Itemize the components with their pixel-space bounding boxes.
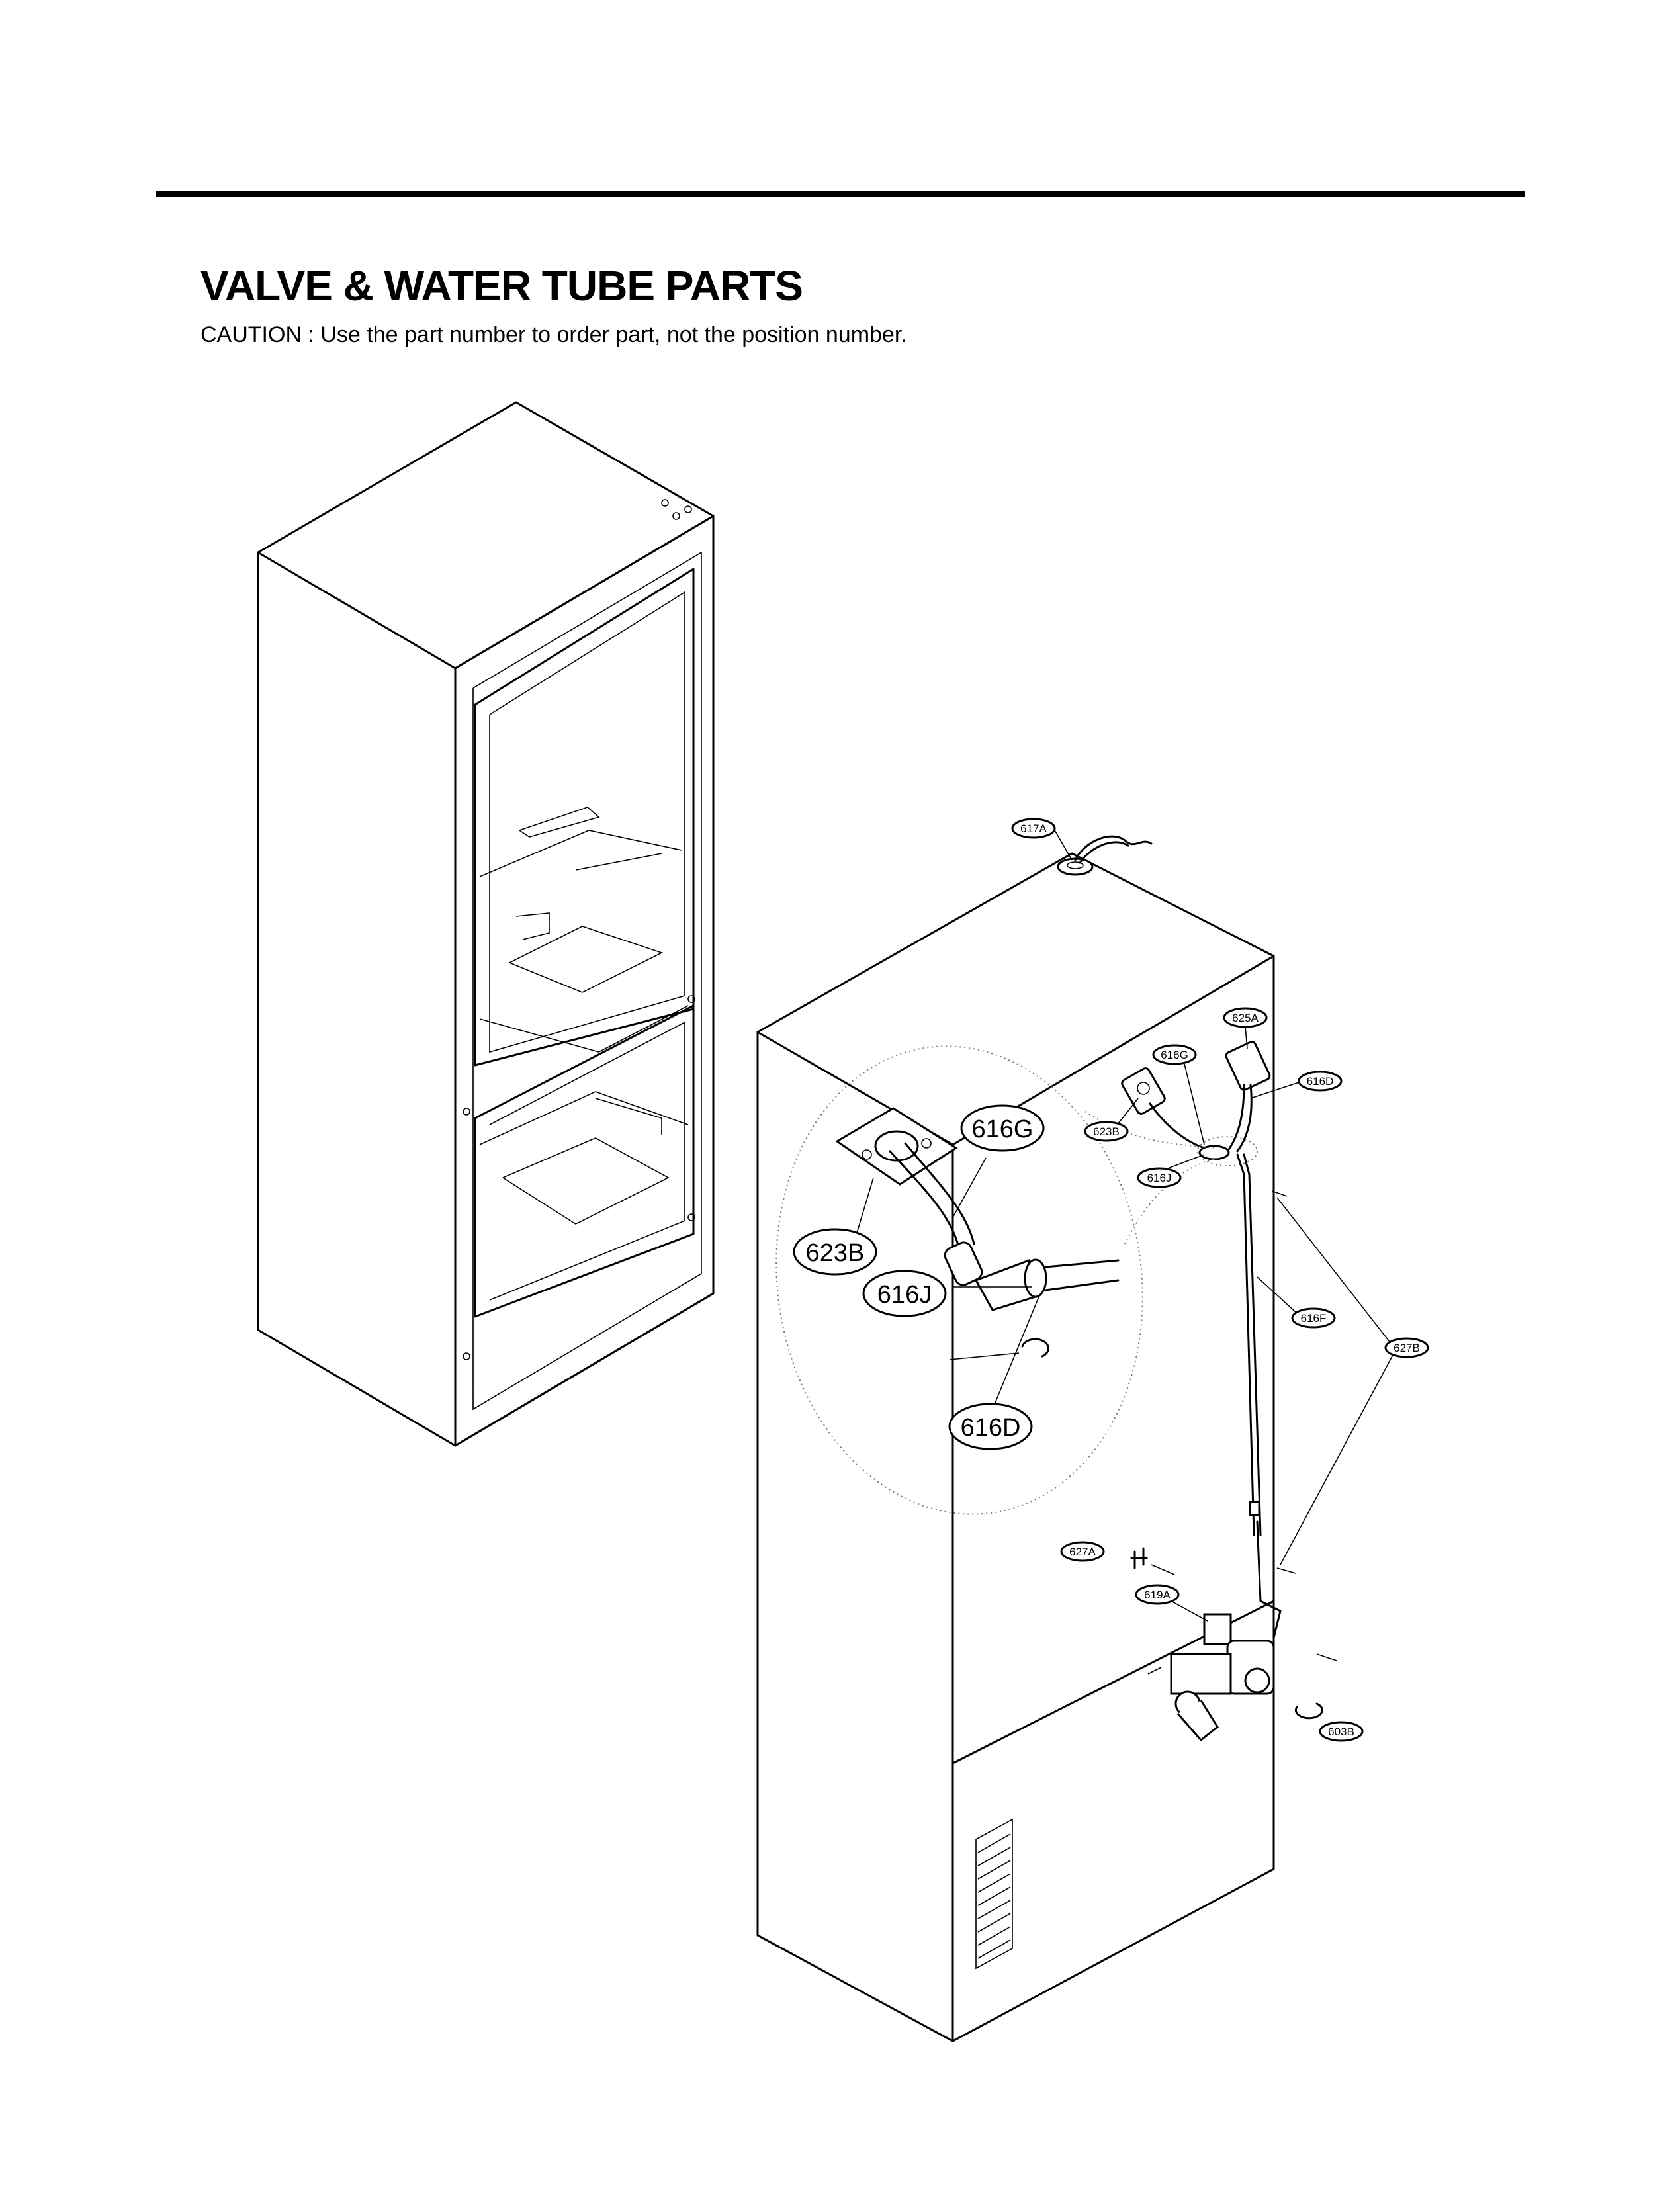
callout-616D: 616D xyxy=(1250,1071,1343,1099)
svg-text:625A: 625A xyxy=(1232,1012,1259,1024)
callout-detail-616D: 616D xyxy=(948,1403,1033,1450)
callout-617A: 617A xyxy=(1011,818,1073,861)
svg-text:623B: 623B xyxy=(1093,1125,1120,1138)
svg-text:616F: 616F xyxy=(1301,1312,1327,1325)
svg-text:616G: 616G xyxy=(972,1116,1034,1143)
svg-text:617A: 617A xyxy=(1020,822,1047,835)
callout-616G: 616G xyxy=(1152,1044,1205,1145)
callout-619A: 619A xyxy=(1135,1584,1208,1622)
vent-grille xyxy=(975,1818,1013,1970)
svg-text:627A: 627A xyxy=(1069,1546,1096,1558)
cabinet-front-view xyxy=(257,401,715,1447)
callout-616J: 616J xyxy=(1137,1154,1205,1188)
detail-view xyxy=(775,1045,1221,1515)
water-tube-assembly xyxy=(1121,1041,1296,1574)
water-valve-619A xyxy=(1147,1520,1337,1742)
svg-text:623B: 623B xyxy=(806,1239,865,1267)
callout-627B: 627B xyxy=(1276,1197,1429,1565)
svg-text:616G: 616G xyxy=(1161,1049,1188,1061)
header-rule xyxy=(156,191,1525,197)
cabinet-rear-view xyxy=(756,835,1337,2042)
callout-603B: 603B xyxy=(1319,1721,1364,1742)
svg-text:619A: 619A xyxy=(1144,1589,1171,1601)
callout-616F: 616F xyxy=(1257,1276,1336,1329)
svg-text:627B: 627B xyxy=(1393,1342,1420,1354)
page-title: VALVE & WATER TUBE PARTS xyxy=(200,262,803,310)
callout-625A: 625A xyxy=(1223,1007,1268,1049)
callout-detail-616J: 616J xyxy=(862,1270,947,1317)
detail-callouts: 616G 623B 616J 616D xyxy=(793,1104,1045,1450)
caution-note: CAUTION : Use the part number to order p… xyxy=(200,322,907,347)
small-callouts: 617A 625A 616G 616D 623B 616J 616F 627B … xyxy=(1011,818,1429,1742)
svg-text:603B: 603B xyxy=(1328,1726,1354,1738)
svg-text:616J: 616J xyxy=(877,1281,932,1309)
callout-detail-623B: 623B xyxy=(793,1228,877,1276)
grommet-617A xyxy=(1057,835,1153,876)
callout-627A: 627A xyxy=(1060,1541,1105,1562)
svg-text:616D: 616D xyxy=(961,1414,1021,1442)
svg-text:616J: 616J xyxy=(1147,1172,1172,1184)
callout-623B: 623B xyxy=(1084,1098,1139,1142)
callout-detail-616G: 616G xyxy=(960,1104,1045,1152)
svg-text:616D: 616D xyxy=(1307,1075,1334,1088)
screw-627A xyxy=(1130,1547,1175,1575)
